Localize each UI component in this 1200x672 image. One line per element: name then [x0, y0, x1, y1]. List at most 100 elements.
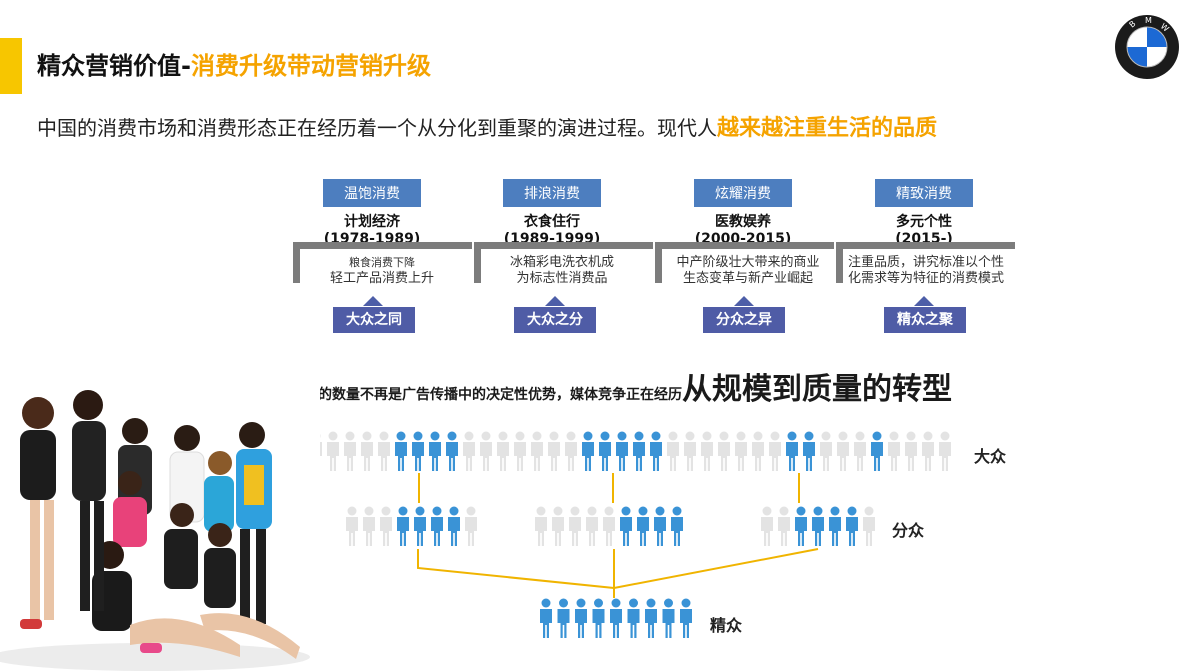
person-figure-highlight — [414, 506, 426, 546]
statement-small-text: 受众的数量不再是广告传播中的决定性优势，媒体竞争正在经历 — [290, 387, 682, 403]
person-figure — [569, 506, 581, 546]
person-figure — [820, 431, 832, 471]
person-figure — [463, 431, 475, 471]
person-figure — [535, 506, 547, 546]
person-figure — [497, 431, 509, 471]
person-figure — [380, 506, 392, 546]
person-figure — [769, 431, 781, 471]
stage-pointer — [363, 296, 383, 306]
stage-desc-line2: 化需求等为特征的消费模式 — [848, 271, 1005, 286]
person-figure-highlight — [829, 506, 841, 546]
person-figure — [778, 506, 790, 546]
person-figure — [361, 431, 373, 471]
person-figure — [939, 431, 951, 471]
person-figure — [735, 431, 747, 471]
stage-bracket — [655, 242, 834, 283]
transformation-statement: 受众的数量不再是广告传播中的决定性优势，媒体竞争正在经历从规模到质量的转型 — [290, 364, 952, 408]
subtitle: 中国的消费市场和消费形态正在经历着一个从分化到重聚的演进过程。现代人越来越注重生… — [37, 110, 937, 142]
stage-pointer — [914, 296, 934, 306]
person-figure — [465, 506, 477, 546]
person-figure — [603, 506, 615, 546]
person-figure-highlight — [662, 598, 675, 638]
stage-desc-line2: 生态变革与新产业崛起 — [682, 271, 813, 286]
stage-tag: 炫耀消费 — [694, 179, 792, 207]
stage-desc: 中产阶级壮大带来的商业 生态变革与新产业崛起 — [668, 255, 828, 287]
person-figure — [480, 431, 492, 471]
person-figure-highlight — [616, 431, 628, 471]
person-figure — [905, 431, 917, 471]
stage-pill: 精众之聚 — [884, 307, 966, 333]
person-figure-highlight — [395, 431, 407, 471]
person-figure — [837, 431, 849, 471]
person-figure-highlight — [846, 506, 858, 546]
person-figure-highlight — [575, 598, 587, 638]
person-figure — [346, 506, 358, 546]
person-figure-highlight — [446, 431, 458, 471]
person-figure-highlight — [671, 506, 683, 546]
person-figure-highlight — [448, 506, 460, 546]
person-figure-highlight — [431, 506, 443, 546]
person-figure-highlight — [650, 431, 662, 471]
person-figure — [888, 431, 900, 471]
person-figure — [684, 431, 696, 471]
stage-tag: 精致消费 — [875, 179, 973, 207]
stage-pill: 分众之异 — [703, 307, 785, 333]
person-figure — [752, 431, 764, 471]
person-figure-highlight — [582, 431, 594, 471]
statement-big-text: 从规模到质量的转型 — [682, 372, 952, 407]
person-figure — [761, 506, 773, 546]
stage-name: 计划经济 — [344, 214, 400, 230]
subtitle-main-text: 中国的消费市场和消费形态正在经历着一个从分化到重聚的演进过程。现代人 — [37, 116, 717, 140]
person-figure-highlight — [599, 431, 611, 471]
title-highlight-text: 消费升级带动营销升级 — [190, 52, 431, 80]
person-figure-highlight — [627, 598, 640, 638]
person-figure-highlight — [610, 598, 622, 638]
stage-desc: 注重品质，讲究标准以个性 化需求等为特征的消费模式 — [848, 255, 1038, 287]
stage-pointer — [545, 296, 565, 306]
person-figure-highlight — [540, 598, 552, 638]
person-figure-highlight — [812, 506, 824, 546]
stage-desc-line1: 冰箱彩电洗衣机成 — [509, 255, 614, 270]
svg-text:B: B — [1128, 19, 1138, 29]
stage-name: 衣食住行 — [524, 214, 580, 230]
person-figure-highlight — [680, 598, 692, 638]
person-figure-highlight — [429, 431, 441, 471]
svg-text:W: W — [1159, 22, 1171, 34]
person-figure — [531, 431, 543, 471]
stage-pill: 大众之同 — [333, 307, 415, 333]
person-figure-highlight — [654, 506, 666, 546]
stage-name: 医教娱养 — [715, 214, 771, 230]
stage-desc-line1: 中产阶级壮大带来的商业 — [676, 255, 820, 270]
person-figure — [552, 506, 564, 546]
bmw-logo: B M W — [1115, 15, 1179, 79]
row-label-mass: 大众 — [974, 447, 1007, 466]
group-photo — [0, 375, 320, 672]
person-figure — [514, 431, 526, 471]
person-figure-highlight — [620, 506, 632, 546]
person-figure-highlight — [633, 431, 645, 471]
person-figure — [854, 431, 866, 471]
person-figure-highlight — [637, 506, 649, 546]
person-figure-highlight — [795, 506, 807, 546]
stage-desc-line2: 轻工产品消费上升 — [329, 271, 434, 286]
stage-tag: 温饱消费 — [323, 179, 421, 207]
stage-desc: 粮食消费下降 轻工产品消费上升 — [312, 255, 452, 287]
stage-name: 多元个性 — [896, 214, 952, 230]
stage-bracket — [474, 242, 653, 283]
stage-bracket — [293, 242, 472, 283]
stage-tag: 排浪消费 — [503, 179, 601, 207]
row-label-segment: 分众 — [892, 521, 925, 540]
person-figure — [378, 431, 390, 471]
person-figure — [565, 431, 577, 471]
stage-desc-line1: 粮食消费下降 — [349, 256, 415, 269]
stage-pill: 大众之分 — [514, 307, 596, 333]
person-figure-highlight — [412, 431, 424, 471]
person-figure-highlight — [871, 431, 883, 471]
person-figure-highlight — [397, 506, 409, 546]
svg-text:M: M — [1145, 16, 1152, 25]
person-figure — [863, 506, 875, 546]
stage-desc: 冰箱彩电洗衣机成 为标志性消费品 — [492, 255, 632, 287]
person-figure — [718, 431, 730, 471]
person-figure-highlight — [645, 598, 657, 638]
